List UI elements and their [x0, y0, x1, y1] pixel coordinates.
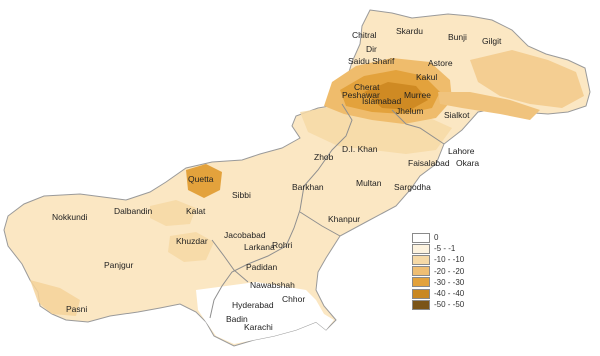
- legend-row: -30 - -30: [412, 277, 492, 288]
- city-label: Jhelum: [396, 106, 423, 116]
- city-label: Lahore: [448, 146, 475, 156]
- legend-row: 0: [412, 232, 492, 243]
- province-border-1: [209, 103, 353, 319]
- legend-row: -50 - -50: [412, 299, 492, 310]
- city-label: Quetta: [188, 174, 214, 184]
- city-label: Badin: [226, 314, 248, 324]
- legend-label: -5 - -1: [434, 244, 456, 254]
- city-label: Zhob: [314, 152, 334, 162]
- map-legend: 0-5 - -1-10 - -10-20 - -20-30 - -30 -40 -…: [412, 232, 492, 324]
- city-label: Skardu: [396, 26, 423, 36]
- shade-zone-northeast: [470, 50, 584, 108]
- province-border-3: [391, 109, 445, 145]
- legend-label: -40 - -40: [434, 289, 465, 299]
- city-label: Barkhan: [292, 182, 324, 192]
- city-label: Peshawar: [342, 90, 380, 100]
- legend-swatch: [412, 232, 430, 243]
- legend-swatch: [412, 288, 430, 299]
- city-label: Nawabshah: [250, 280, 295, 290]
- city-label: Padidan: [246, 262, 277, 272]
- city-label: Khanpur: [328, 214, 360, 224]
- city-label: Pasni: [66, 304, 87, 314]
- city-label: Larkana: [244, 242, 275, 252]
- shade-zone-quetta: [186, 164, 222, 198]
- legend-swatch: [412, 266, 430, 277]
- city-label: Saidu Sharif: [348, 56, 395, 66]
- legend-label: -10 - -10: [434, 255, 465, 265]
- legend-row: -5 - -1: [412, 243, 492, 254]
- legend-swatch: [412, 299, 430, 310]
- city-label: Khuzdar: [176, 236, 208, 246]
- legend-row: -20 - -20: [412, 266, 492, 277]
- city-label: Dalbandin: [114, 206, 153, 216]
- city-label: Chitral: [352, 30, 377, 40]
- legend-swatch: [412, 277, 430, 288]
- city-label: Hyderabad: [232, 300, 274, 310]
- city-label: Gilgit: [482, 36, 502, 46]
- shade-zone-southwest: [30, 280, 80, 316]
- city-label: Chhor: [282, 294, 305, 304]
- legend-label: -50 - -50: [434, 300, 465, 310]
- city-label: Bunji: [448, 32, 467, 42]
- city-label: Islamabad: [362, 96, 401, 106]
- city-label: Sargodha: [394, 182, 431, 192]
- city-label: Rohri: [272, 240, 292, 250]
- legend-row: -40 - -40: [412, 288, 492, 299]
- legend-label: -30 - -30: [434, 277, 465, 287]
- legend-label: 0: [434, 233, 439, 243]
- shade-zone-kalat: [150, 200, 196, 226]
- city-label: Astore: [428, 58, 453, 68]
- city-label: Multan: [356, 178, 382, 188]
- legend-swatch: [412, 254, 430, 265]
- shade-zone-north-darker: [364, 82, 428, 110]
- city-label: Sialkot: [444, 110, 470, 120]
- province-border-4: [211, 239, 249, 283]
- province-border-2: [299, 211, 341, 237]
- city-label: Karachi: [244, 322, 273, 332]
- legend-row: -10 - -10: [412, 254, 492, 265]
- city-label: Okara: [456, 158, 479, 168]
- city-label: Cherat: [354, 82, 380, 92]
- city-label: Panjgur: [104, 260, 133, 270]
- city-label: Murree: [404, 90, 431, 100]
- city-label: Sibbi: [232, 190, 251, 200]
- legend-swatch: [412, 243, 430, 254]
- city-label: Kalat: [186, 206, 206, 216]
- city-label: Faisalabad: [408, 158, 450, 168]
- city-label: Nokkundi: [52, 212, 88, 222]
- white-zone-south: [196, 282, 334, 344]
- city-label: Dir: [366, 44, 377, 54]
- city-label: D.I. Khan: [342, 144, 378, 154]
- legend-label: -20 - -20: [434, 266, 465, 276]
- city-label: Kakul: [416, 72, 437, 82]
- shade-zone-khuzdar: [168, 232, 214, 262]
- city-label: Jacobabad: [224, 230, 266, 240]
- shade-zone-east-strip: [438, 92, 540, 120]
